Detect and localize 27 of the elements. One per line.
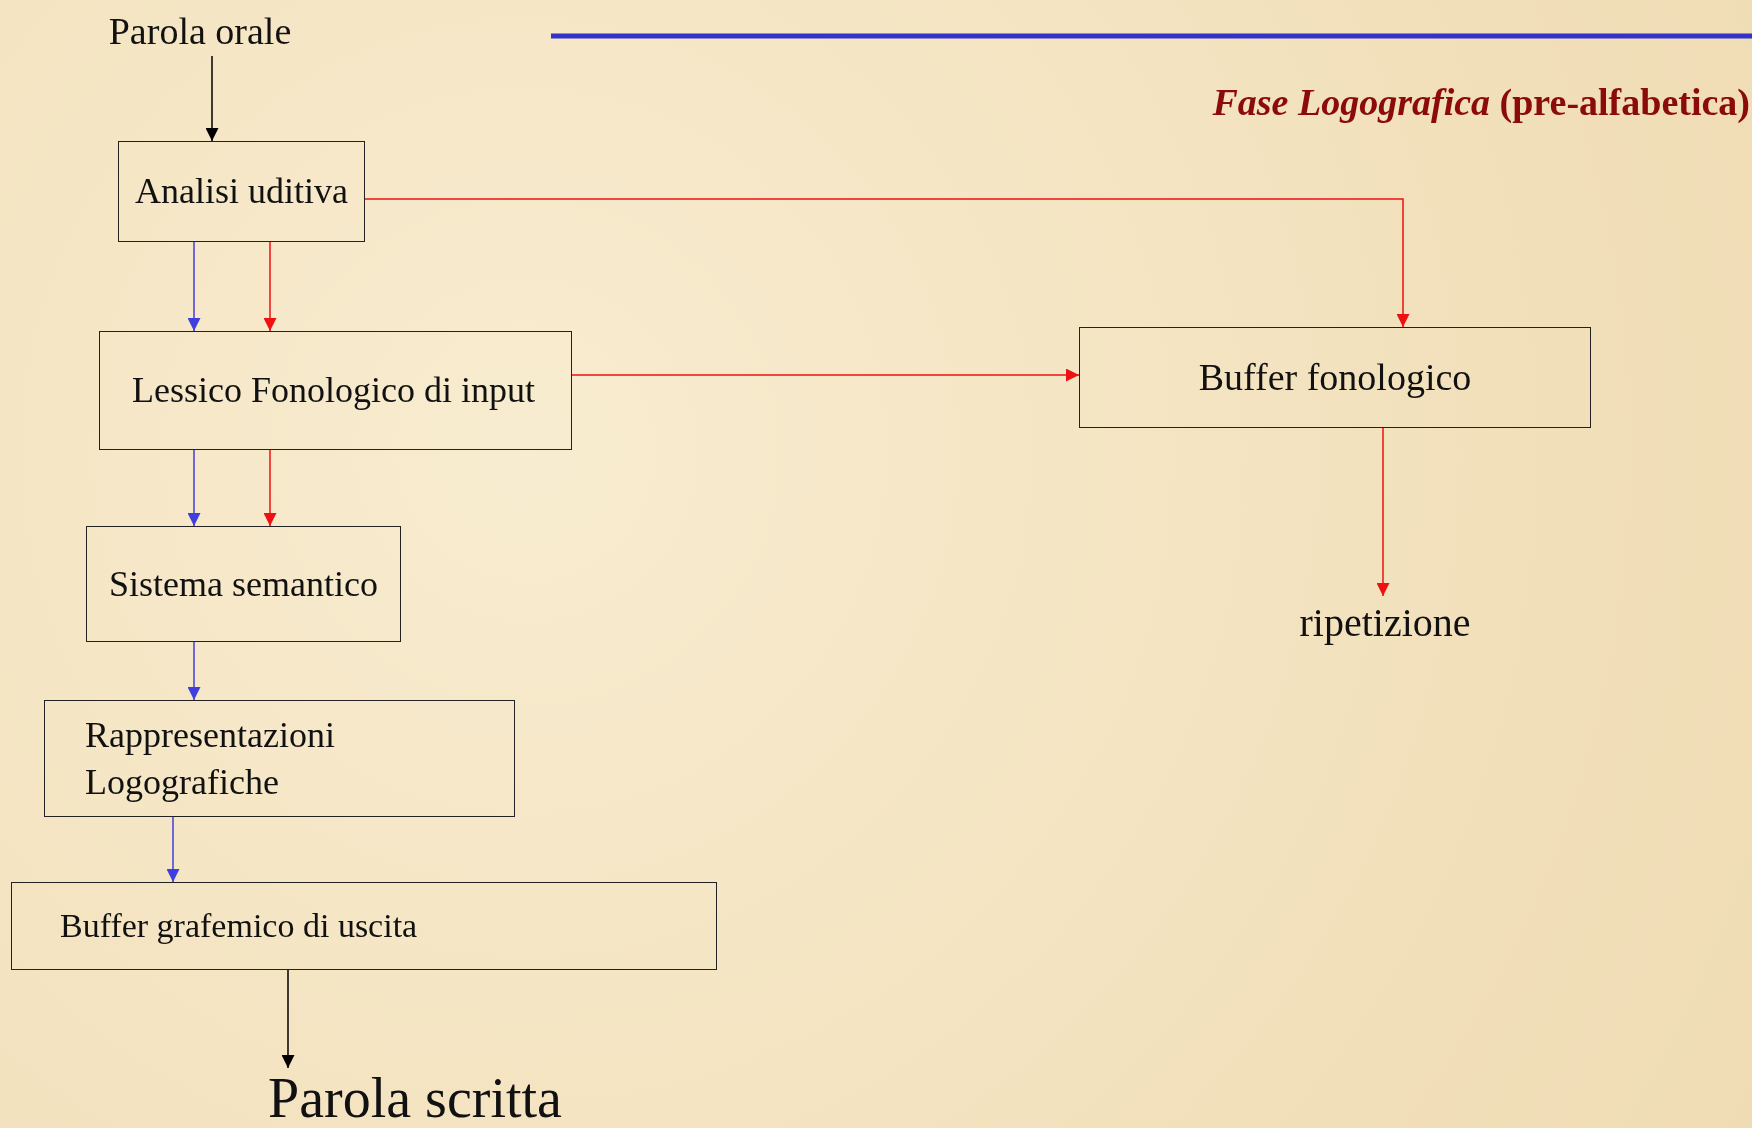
text-label: Parola orale xyxy=(108,9,292,55)
box-label: Analisi uditiva xyxy=(135,170,348,214)
box-label: Buffer grafemico di uscita xyxy=(60,905,418,946)
arrow xyxy=(205,55,219,142)
arrow xyxy=(281,969,295,1069)
text-label: Parola scritta xyxy=(268,1065,562,1128)
process-box xyxy=(44,700,515,817)
arrow xyxy=(187,641,201,701)
box-label: Lessico Fonologico di input xyxy=(132,369,535,413)
process-box xyxy=(99,331,572,450)
process-box xyxy=(11,882,717,970)
arrow xyxy=(187,449,201,527)
process-box xyxy=(118,141,365,242)
arrow xyxy=(187,241,201,332)
box-label: Sistema semantico xyxy=(109,562,378,606)
text-label: ripetizione xyxy=(1299,599,1471,647)
arrow xyxy=(263,449,277,527)
arrow xyxy=(263,241,277,332)
box-label: Rappresentazioni Logografiche xyxy=(85,713,336,804)
process-box xyxy=(1079,327,1591,428)
arrow xyxy=(1376,427,1390,597)
box-label: Buffer fonologico xyxy=(1198,354,1472,400)
arrow xyxy=(166,816,180,883)
arrow xyxy=(364,198,1410,328)
process-box xyxy=(86,526,401,642)
diagram-title: Fase Logografica (pre-alfabetica) xyxy=(1211,80,1750,124)
arrow xyxy=(571,368,1080,382)
